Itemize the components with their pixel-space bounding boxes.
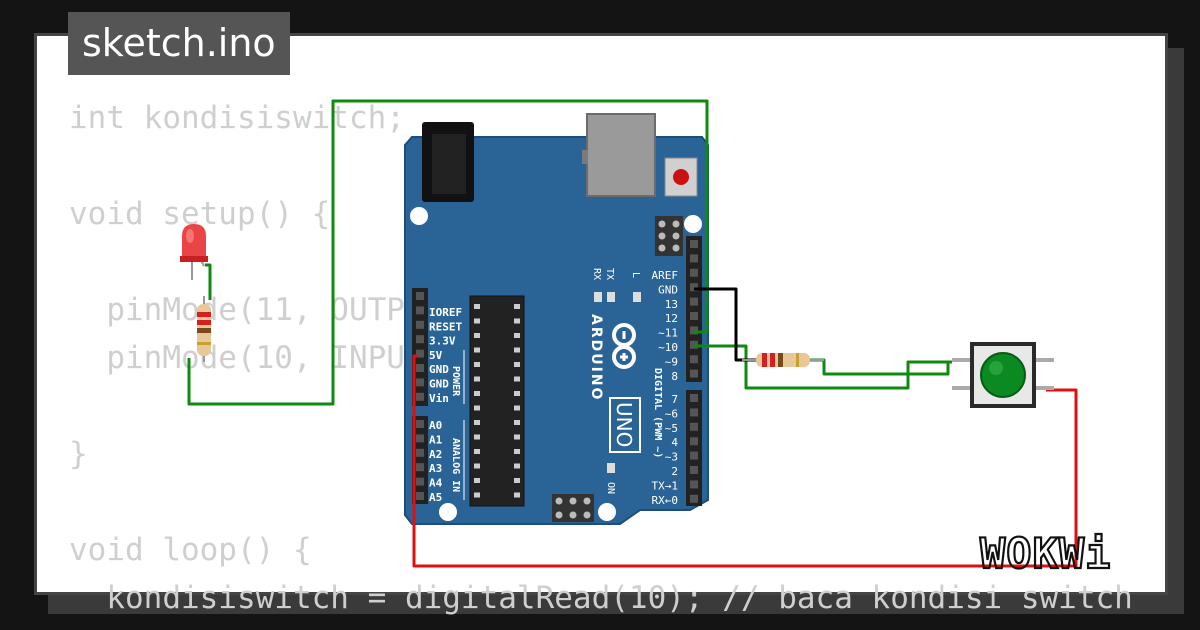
- mounting-hole: [439, 503, 457, 521]
- code-line: }: [69, 436, 88, 472]
- pin-label: ~3: [665, 451, 678, 464]
- pin-label: GND: [429, 378, 449, 391]
- pin-label: RX←0: [652, 494, 679, 507]
- rx-label: RX: [591, 268, 602, 280]
- code-line: void loop() {: [69, 532, 312, 568]
- pin-label: ~10: [658, 341, 678, 354]
- digital-label: DIGITAL (PWM ~): [652, 368, 663, 458]
- power-label: POWER: [450, 366, 461, 397]
- pin-label: 12: [665, 312, 678, 325]
- code-line: int kondisiswitch;: [69, 100, 405, 136]
- usb-connector: [586, 113, 656, 197]
- pin-label: A4: [429, 477, 443, 490]
- pin-label: ~6: [665, 407, 678, 420]
- pin-label: A3: [429, 462, 442, 475]
- pin-label: A1: [429, 433, 443, 446]
- code-preview: int kondisiswitch;void setup() { pinMode…: [69, 94, 1133, 622]
- wire-gnd-led: [205, 263, 212, 300]
- pin-label: A5: [429, 491, 442, 504]
- uno-badge: UNO: [609, 397, 641, 453]
- sketch-filename[interactable]: sketch.ino: [68, 12, 290, 75]
- arduino-logo: [612, 323, 636, 369]
- tx-label: TX: [604, 268, 615, 280]
- pin-label: 5V: [429, 349, 443, 362]
- on-label: ON: [605, 482, 616, 494]
- analog-in-label: ANALOG IN: [450, 438, 461, 492]
- wire-11-to-led: [187, 99, 709, 406]
- l-label: L: [630, 272, 641, 278]
- pin-label: IOREF: [429, 306, 462, 319]
- svg-text:WOKWi: WOKWi: [980, 529, 1111, 578]
- l-led: [633, 292, 641, 302]
- atmega-chip: [469, 295, 525, 507]
- svg-text:UNO: UNO: [612, 402, 636, 447]
- pin-label: ~9: [665, 355, 678, 368]
- reset-button[interactable]: [664, 157, 698, 197]
- pin-label: A2: [429, 448, 442, 461]
- icsp-header-bottom: [552, 494, 594, 522]
- pin-label: 13: [665, 298, 678, 311]
- mounting-hole: [598, 503, 616, 521]
- mounting-hole: [684, 215, 702, 233]
- pin-label: 2: [671, 465, 678, 478]
- power-header: [412, 288, 428, 406]
- on-led: [607, 463, 615, 473]
- pin-label: GND: [658, 283, 678, 296]
- pin-label: 3.3V: [429, 335, 456, 348]
- button-resistor: [742, 353, 824, 367]
- code-line: void setup() {: [69, 196, 331, 232]
- pin-label: TX→1: [652, 479, 679, 492]
- pin-label: Vin: [429, 392, 449, 405]
- pin-label: GND: [429, 363, 449, 376]
- led-resistor: [197, 296, 211, 362]
- wokwi-logo[interactable]: WOKWi: [978, 528, 1150, 579]
- pin-label: 7: [671, 393, 678, 406]
- red-led[interactable]: [180, 224, 208, 280]
- pin-label: ~11: [658, 327, 678, 340]
- pushbutton[interactable]: [952, 342, 1054, 408]
- pin-label: A0: [429, 419, 442, 432]
- pin-label: RESET: [429, 320, 462, 333]
- rx-led: [594, 292, 602, 302]
- pin-label: AREF: [652, 269, 679, 282]
- pushbutton-cap[interactable]: [980, 352, 1026, 398]
- pin-label: ~5: [665, 422, 678, 435]
- code-line: kondisiswitch = digitalRead(10); // baca…: [69, 580, 1133, 616]
- mounting-hole: [410, 207, 428, 225]
- wire-5v-to-button: [412, 354, 1078, 568]
- digital-header-bottom: [686, 390, 702, 506]
- arduino-brand: ARDUINO: [588, 314, 604, 401]
- pin-label: 8: [671, 370, 678, 383]
- icsp-header-top: [655, 216, 683, 256]
- pin-label: 4: [671, 436, 678, 449]
- tx-led: [607, 292, 615, 302]
